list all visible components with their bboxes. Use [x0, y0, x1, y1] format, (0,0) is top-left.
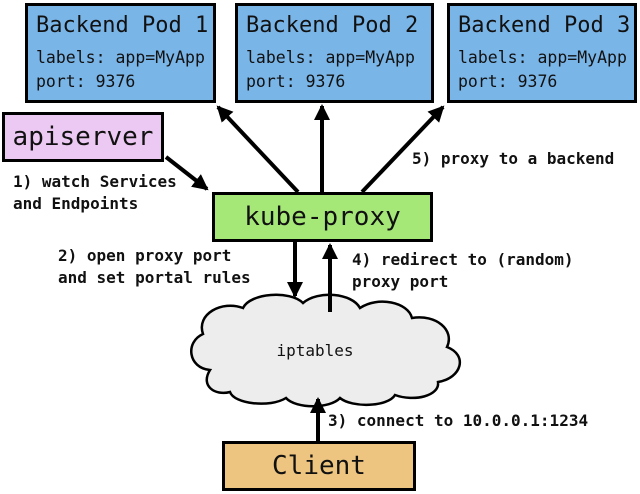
pod-title: Backend Pod 2 — [246, 13, 419, 38]
step-2-annotation: 2) open proxy port and set portal rules — [58, 245, 251, 289]
step-1-line-2: and Endpoints — [13, 194, 139, 213]
kube-proxy-box: kube-proxy — [212, 192, 433, 242]
backend-pod-1-box: Backend Pod 1 labels: app=MyApp port: 93… — [25, 3, 216, 103]
arrow-kubeproxy-to-pod1 — [216, 105, 300, 194]
step-4-annotation: 4) redirect to (random) proxy port — [352, 249, 574, 293]
apiserver-box: apiserver — [2, 112, 164, 162]
step-5-annotation: 5) proxy to a backend — [412, 148, 614, 170]
arrow-kubeproxy-to-pod3 — [360, 105, 445, 194]
step-1-line-1: 1) watch Services — [13, 172, 177, 191]
step-5-line-1: 5) proxy to a backend — [412, 149, 615, 168]
backend-pod-3-box: Backend Pod 3 labels: app=MyApp port: 93… — [447, 3, 637, 103]
pod-title: Backend Pod 1 — [36, 13, 209, 38]
step-3-annotation: 3) connect to 10.0.0.1:1234 — [328, 410, 588, 432]
pod-port-line: port: 9376 — [246, 72, 346, 91]
arrow-apiserver-to-kubeproxy — [164, 155, 209, 191]
pod-port-line: port: 9376 — [36, 72, 136, 91]
client-label: Client — [272, 451, 366, 481]
kube-proxy-label: kube-proxy — [244, 202, 401, 232]
pod-labels-line: labels: app=MyApp — [36, 48, 205, 67]
backend-pod-2-box: Backend Pod 2 labels: app=MyApp port: 93… — [235, 3, 434, 103]
step-3-line-1: 3) connect to 10.0.0.1:1234 — [328, 411, 589, 430]
iptables-cloud-shape — [190, 293, 462, 408]
apiserver-label: apiserver — [12, 122, 154, 152]
pod-labels-line: labels: app=MyApp — [458, 48, 627, 67]
pod-port-line: port: 9376 — [458, 72, 558, 91]
pod-labels-line: labels: app=MyApp — [246, 48, 415, 67]
client-box: Client — [222, 441, 416, 491]
iptables-label: iptables — [276, 341, 354, 360]
step-2-line-1: 2) open proxy port — [58, 246, 232, 265]
step-4-line-1: 4) redirect to (random) — [352, 250, 574, 269]
step-2-line-2: and set portal rules — [58, 268, 251, 287]
step-1-annotation: 1) watch Services and Endpoints — [13, 171, 177, 215]
pod-title: Backend Pod 3 — [458, 13, 631, 38]
step-4-line-2: proxy port — [352, 272, 449, 291]
